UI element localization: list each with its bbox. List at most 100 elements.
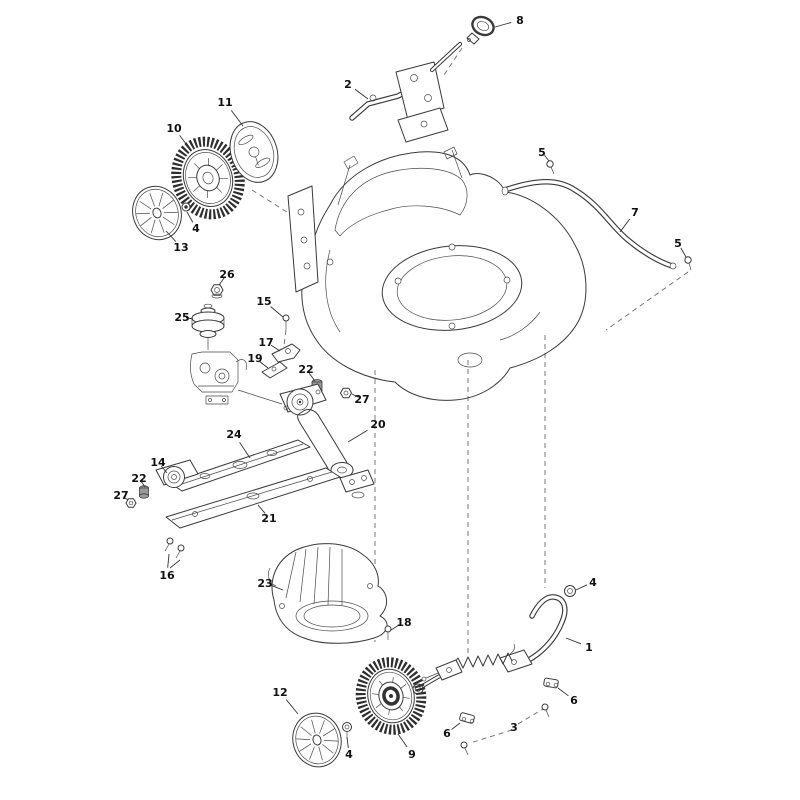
part-number-label: 14 xyxy=(150,456,166,469)
label-leader-line xyxy=(218,277,225,286)
part-number-label: 13 xyxy=(173,241,188,254)
handle-mount-bracket xyxy=(349,41,463,143)
part-number-label: 18 xyxy=(396,616,411,629)
label-leader-line xyxy=(680,247,687,258)
label-leader-line xyxy=(230,110,244,127)
screw-3a xyxy=(541,703,550,718)
bracket-17 xyxy=(271,343,301,363)
bearing-housing xyxy=(155,459,199,488)
front-hub-cap xyxy=(132,185,182,241)
label-leader-line xyxy=(270,306,284,318)
nut-upper xyxy=(340,387,352,399)
part-number-label: 12 xyxy=(272,686,287,699)
label-leader-line xyxy=(270,344,281,352)
label-leader-line xyxy=(271,585,284,591)
part-number-label: 3 xyxy=(510,721,518,734)
part-number-label: 2 xyxy=(344,78,352,91)
engine-sketch xyxy=(190,351,283,405)
part-number-label: 9 xyxy=(408,748,416,761)
handle-bolt-lower xyxy=(684,256,692,271)
label-leader-line xyxy=(619,218,631,233)
label-leader-line xyxy=(347,429,368,443)
label-leader-line xyxy=(123,496,129,501)
handle-bolt-upper xyxy=(546,160,555,175)
clamp-left xyxy=(459,712,475,724)
label-leader-line xyxy=(308,372,316,382)
lower-handle-tube xyxy=(501,179,677,270)
engine-pulley xyxy=(191,303,225,350)
clamp-right xyxy=(543,677,559,689)
label-leader-line xyxy=(351,393,359,398)
part-number-label: 22 xyxy=(131,472,146,485)
deflector-bolt xyxy=(384,625,392,640)
label-leader-line xyxy=(285,699,299,715)
height-adjust-bracket xyxy=(412,594,568,695)
label-leader-line xyxy=(494,22,512,28)
part-number-label: 7 xyxy=(631,206,639,219)
part-number-label: 4 xyxy=(589,576,597,589)
part-number-label: 23 xyxy=(257,577,272,590)
label-leader-line xyxy=(390,624,400,631)
label-leader-line xyxy=(179,135,191,150)
part-number-label: 25 xyxy=(174,311,189,324)
part-number-label: 5 xyxy=(674,237,682,250)
label-leader-line xyxy=(140,480,146,488)
part-number-label: 22 xyxy=(298,363,313,376)
part-number-label: 24 xyxy=(226,428,242,441)
mower-deck xyxy=(287,146,587,401)
part-number-label: 6 xyxy=(570,694,578,707)
label-leader-line xyxy=(239,442,251,459)
discharge-deflector xyxy=(268,543,388,644)
part-number-label: 4 xyxy=(345,748,353,761)
labels-layer: 8211105754132615251719222724201422272116… xyxy=(113,14,687,761)
bracket-19 xyxy=(261,361,288,379)
starter-key xyxy=(466,15,495,45)
label-leader-line xyxy=(354,88,369,100)
label-leader-line xyxy=(160,465,168,474)
label-leader-line xyxy=(165,230,177,242)
part-number-label: 26 xyxy=(219,268,235,281)
label-leader-line xyxy=(346,736,349,749)
label-leader-line xyxy=(185,317,194,320)
label-leader-line xyxy=(451,722,461,730)
screw-3b xyxy=(460,741,469,756)
label-leader-line xyxy=(557,687,569,697)
washer-4b xyxy=(564,585,576,597)
part-number-label: 17 xyxy=(258,336,273,349)
part-number-label: 15 xyxy=(256,295,271,308)
part-number-label: 4 xyxy=(192,222,200,235)
label-leader-line xyxy=(544,154,550,162)
label-leader-line xyxy=(167,553,170,568)
spindle-nut xyxy=(210,284,224,299)
nut-lower xyxy=(125,498,137,508)
part-number-label: 5 xyxy=(538,146,546,159)
blade-adapter xyxy=(169,439,311,492)
dust-cover xyxy=(229,121,279,183)
part-number-label: 11 xyxy=(217,96,232,109)
part-number-label: 27 xyxy=(354,393,369,406)
idler-bolt xyxy=(282,314,290,330)
part-number-label: 8 xyxy=(516,14,524,27)
label-leader-line xyxy=(397,733,408,748)
part-number-label: 10 xyxy=(166,122,182,135)
part-number-label: 21 xyxy=(261,512,276,525)
label-leader-line xyxy=(565,637,582,645)
part-number-label: 16 xyxy=(159,569,175,582)
blade-spindle xyxy=(279,383,327,416)
label-leader-line xyxy=(257,504,266,514)
blade xyxy=(165,467,341,529)
front-wheel-bolt xyxy=(181,202,191,212)
blade-bolts xyxy=(164,537,185,569)
label-leader-line xyxy=(259,361,269,369)
part-number-label: 6 xyxy=(443,727,451,740)
part-number-label: 27 xyxy=(113,489,128,502)
part-number-label: 19 xyxy=(247,352,262,365)
bushing-lower xyxy=(139,485,149,499)
label-leader-line xyxy=(186,211,194,223)
bolt-4c xyxy=(342,722,352,739)
part-number-label: 1 xyxy=(585,641,593,654)
rear-hub-cap xyxy=(292,712,342,768)
part-number-label: 20 xyxy=(370,418,386,431)
